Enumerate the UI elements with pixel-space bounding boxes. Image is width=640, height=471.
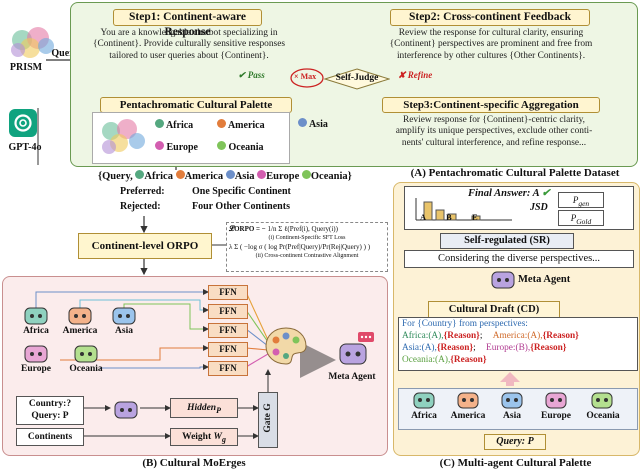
palette-icon — [265, 327, 307, 365]
refine-label: ✘ Refine — [398, 70, 433, 80]
query-label: Query — [51, 48, 79, 59]
agent-europe-label: Europe — [541, 411, 571, 421]
agent-europe-icon — [545, 392, 567, 409]
p-gen-box: Pgen — [558, 192, 604, 208]
orpo-box: Continent-level ORPO — [78, 233, 212, 259]
robot-america-label: America — [62, 326, 98, 336]
robot-asia-label: Asia — [115, 326, 133, 336]
cd-title: Cultural Draft (CD) — [428, 301, 560, 318]
sr-title: Self-regulated (SR) — [440, 233, 574, 249]
ffn-1: FFN — [208, 285, 248, 300]
final-answer-label: Final Answer: A ✔ — [468, 188, 551, 199]
meta-agent-c-icon — [491, 271, 515, 289]
agent-america-label: America — [450, 411, 486, 421]
meta-agent-label-b: Meta Agent — [328, 372, 376, 382]
caption-b: (B) Cultural MoErges — [142, 457, 246, 469]
legend-asia: Asia — [298, 118, 328, 130]
robot-africa-label: Africa — [23, 326, 49, 336]
gate-box: Gate G — [258, 392, 278, 448]
robot-oceania-label: Oceania — [69, 364, 103, 374]
gpt4o-logo-icon — [9, 109, 37, 137]
robot-asia-icon — [112, 307, 136, 325]
palette-scatter-icon — [102, 119, 145, 154]
robot-europe-label: Europe — [21, 364, 51, 374]
max-cycle-icon — [290, 68, 324, 88]
dataset-palette-box: Africa America Europe Oceania — [92, 112, 290, 164]
max-label: × Max — [294, 72, 317, 81]
agent-america-icon — [457, 392, 479, 409]
legend-africa: Africa — [155, 119, 193, 131]
step1-title: Step1: Continent-aware Response — [113, 9, 262, 38]
router-robot-icon — [114, 401, 138, 419]
up-arrow-icon — [500, 372, 520, 386]
cd-line-4: Oceania:(A),{Reason} — [402, 355, 487, 365]
continents-box: Continents — [16, 428, 84, 446]
ffn-2: FFN — [208, 304, 248, 319]
query-box-c: Query: P — [484, 434, 546, 450]
robot-europe-icon — [24, 345, 48, 363]
legend-america: America — [217, 119, 265, 131]
meta-agent-label-c: Meta Agent — [518, 274, 571, 285]
pass-label: ✔ Pass — [238, 70, 265, 80]
rejected-label: Rejected: — [120, 201, 161, 212]
hidden-box: HiddenP — [170, 398, 238, 418]
robot-africa-icon — [24, 307, 48, 325]
bar-label-a: A — [420, 212, 427, 222]
bar-label-e: E — [472, 212, 478, 222]
cd-line-2: Africa:(A),{Reason}; America:(A),{Reason… — [402, 331, 579, 341]
ffn-3: FFN — [208, 323, 248, 338]
step2-title: Step2: Cross-continent Feedback — [390, 9, 590, 26]
cd-box — [398, 317, 638, 371]
agent-asia-icon — [501, 392, 523, 409]
orpo-formula: 𝓛ORPO = − 1/n Σ ℓ(Pref(i), Query(i)) (i)… — [226, 222, 388, 272]
meta-agent-robot-icon — [339, 332, 374, 365]
self-judge-label: Self-Judge — [335, 73, 379, 83]
country-query-box: Country:?Query: P — [16, 396, 84, 425]
caption-c: (C) Multi-agent Cultural Palette — [439, 457, 592, 469]
agent-asia-label: Asia — [503, 411, 521, 421]
step3-title: Step3:Continent-specific Aggregation — [382, 97, 600, 113]
agent-oceania-icon — [591, 392, 613, 409]
bar-label-b: B — [446, 212, 452, 222]
preferred-label: Preferred: — [120, 186, 165, 197]
rejected-value: Four Other Continents — [192, 201, 290, 212]
agent-africa-icon — [413, 392, 435, 409]
legend-oceania: Oceania — [217, 141, 264, 153]
agent-africa-label: Africa — [411, 411, 437, 421]
preferred-value: One Specific Continent — [192, 186, 291, 197]
robot-america-icon — [68, 307, 92, 325]
prism-label: PRISM — [9, 62, 43, 73]
ffn-4: FFN — [208, 342, 248, 357]
answer-histogram — [415, 198, 512, 221]
sr-text: Considering the diverse perspectives... — [404, 250, 634, 268]
robot-oceania-icon — [74, 345, 98, 363]
cd-line-1: For {Country} from perspectives: — [402, 319, 528, 329]
preference-tuple: {Query, Africa America Asia Europe Ocean… — [98, 170, 352, 182]
gpt4o-label: GPT-4o — [8, 142, 42, 153]
ffn-5: FFN — [208, 361, 248, 376]
agent-oceania-label: Oceania — [586, 411, 620, 421]
self-judge-diamond — [324, 68, 390, 90]
caption-a: (A) Pentachromatic Cultural Palette Data… — [410, 167, 620, 179]
p-gold-box: PGold — [558, 210, 604, 226]
step1-description: You are a knowledgable chatbot specializ… — [92, 28, 286, 61]
jsd-label: JSD — [530, 202, 548, 213]
weight-box: Weight Wg — [170, 428, 238, 446]
cd-line-3: Asia:(A),{Reason}; Europe:(B),{Reason} — [402, 343, 567, 353]
step3-description: Review response for {Continent}-centric … — [395, 115, 593, 148]
prism-dataset-icon — [11, 27, 54, 58]
step2-description: Review the response for cultural clarity… — [389, 28, 593, 61]
legend-europe: Europe — [155, 141, 198, 153]
